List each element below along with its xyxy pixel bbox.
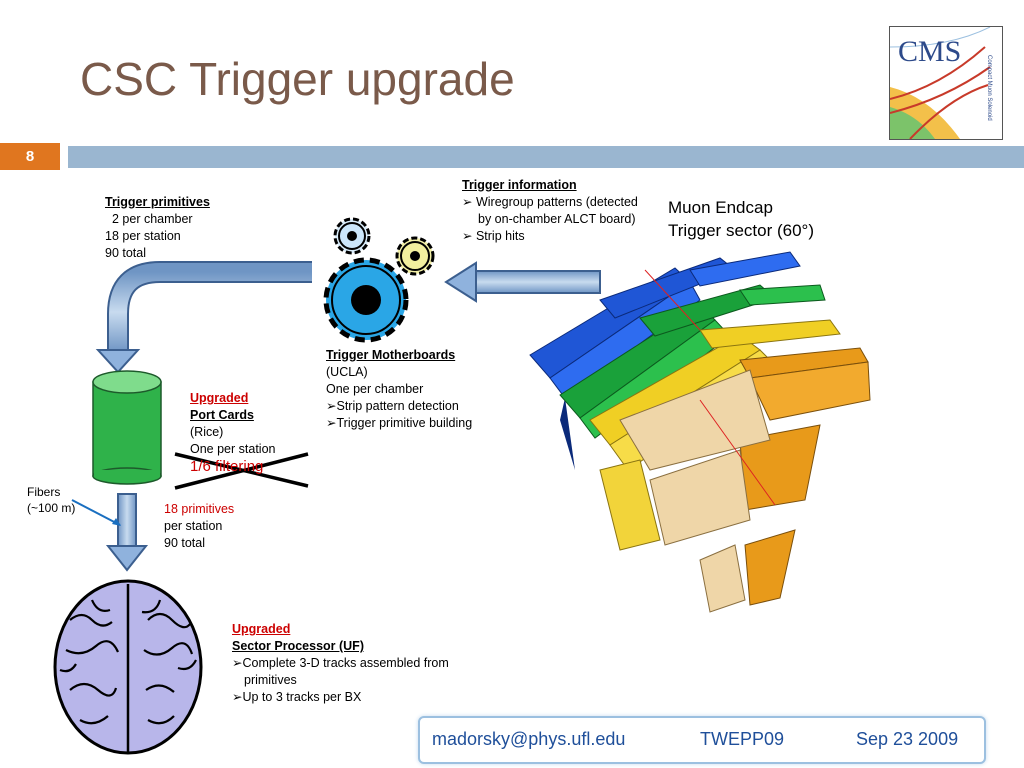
motherboards-line: One per chamber	[326, 382, 424, 396]
trigger-primitives-block: Trigger primitives 2 per chamber 18 per …	[105, 194, 210, 262]
logo-side-text: Compact Muon Solenoid	[986, 55, 992, 121]
arrow-bullet-icon: ➢	[232, 690, 243, 704]
sector-processor-upgraded: Upgraded	[232, 622, 291, 636]
primitives-count-line3: 90 total	[164, 536, 206, 550]
motherboards-bullet: ➢Trigger primitive building	[326, 416, 473, 430]
detector-arrow	[444, 261, 601, 303]
port-cards-struck-text: 1/6 filtering	[190, 458, 264, 475]
fiber-arrow	[105, 493, 149, 572]
sector-processor-bullet: ➢Complete 3-D tracks assembled from prim…	[232, 656, 449, 687]
trigger-information-heading: Trigger information	[462, 178, 577, 192]
port-cards-line: One per station	[190, 442, 276, 456]
brain-icon	[53, 579, 203, 755]
page-number: 8	[0, 143, 60, 170]
motherboards-line: (UCLA)	[326, 365, 368, 379]
footer-email: madorsky@phys.ufl.edu	[432, 729, 626, 749]
fibers-label: Fibers (~100 m)	[27, 484, 75, 516]
gear-icon-small-yellow	[395, 236, 435, 276]
slide-title: CSC Trigger upgrade	[80, 53, 515, 105]
arrow-bullet-icon: ➢	[462, 195, 476, 209]
arrow-bullet-icon: ➢	[326, 399, 337, 413]
primitives-count-line2: per station	[164, 519, 223, 533]
arrow-bullet-icon: ➢	[326, 416, 337, 430]
port-cards-upgraded: Upgraded	[190, 391, 249, 405]
footer-date: Sep 23 2009	[856, 729, 959, 749]
primitives-count-line1: 18 primitives	[164, 502, 235, 516]
trigger-information-block: Trigger information ➢ Wiregroup patterns…	[462, 177, 652, 245]
sector-processor-bullet: ➢Up to 3 tracks per BX	[232, 690, 362, 704]
trigger-primitives-line: 18 per station	[105, 229, 181, 243]
arrow-bullet-icon: ➢	[232, 656, 243, 670]
header-bar	[68, 146, 1024, 168]
sector-processor-heading: Sector Processor (UF)	[232, 639, 364, 653]
port-cards-line: (Rice)	[190, 425, 224, 439]
muon-endcap-line2: Trigger sector (60°)	[668, 221, 814, 240]
muon-endcap-label: Muon Endcap Trigger sector (60°)	[668, 196, 814, 242]
muon-endcap-sector	[529, 251, 871, 613]
muon-endcap-line1: Muon Endcap	[668, 198, 773, 217]
motherboards-block: Trigger Motherboards (UCLA) One per cham…	[326, 347, 472, 432]
trigger-primitives-line: 2 per chamber	[112, 212, 193, 226]
strike-line-2	[174, 452, 309, 490]
motherboards-heading: Trigger Motherboards	[326, 348, 456, 362]
trigger-primitives-line: 90 total	[105, 246, 147, 260]
trigger-information-bullet: ➢ Wiregroup patterns (detected by on-cha…	[462, 195, 638, 226]
arrow-bullet-icon: ➢	[462, 229, 476, 243]
fibers-pointer	[71, 499, 121, 526]
sector-processor-block: Upgraded Sector Processor (UF) ➢Complete…	[232, 621, 492, 706]
cms-logo: CMS Compact Muon Solenoid	[889, 26, 1003, 140]
logo-text: CMS	[898, 35, 962, 68]
trigger-information-bullet: ➢ Strip hits	[462, 229, 525, 243]
footer-conference: TWEPP09	[700, 729, 785, 749]
trigger-primitives-heading: Trigger primitives	[105, 195, 210, 209]
motherboards-bullet: ➢Strip pattern detection	[326, 399, 459, 413]
primitives-arrow	[95, 261, 312, 374]
port-cards-block: Upgraded Port Cards (Rice) One per stati…	[190, 390, 275, 475]
port-card-cylinder	[92, 370, 162, 485]
primitives-count-block: 18 primitives per station 90 total	[164, 501, 234, 552]
gear-icon-small-blue	[333, 217, 371, 255]
gear-icon-large-blue	[323, 257, 409, 343]
footer-box: madorsky@phys.ufl.edu TWEPP09 Sep 23 200…	[418, 716, 986, 764]
fibers-line2: (~100 m)	[27, 501, 76, 515]
port-cards-heading: Port Cards	[190, 408, 254, 422]
fibers-line1: Fibers	[27, 485, 61, 499]
